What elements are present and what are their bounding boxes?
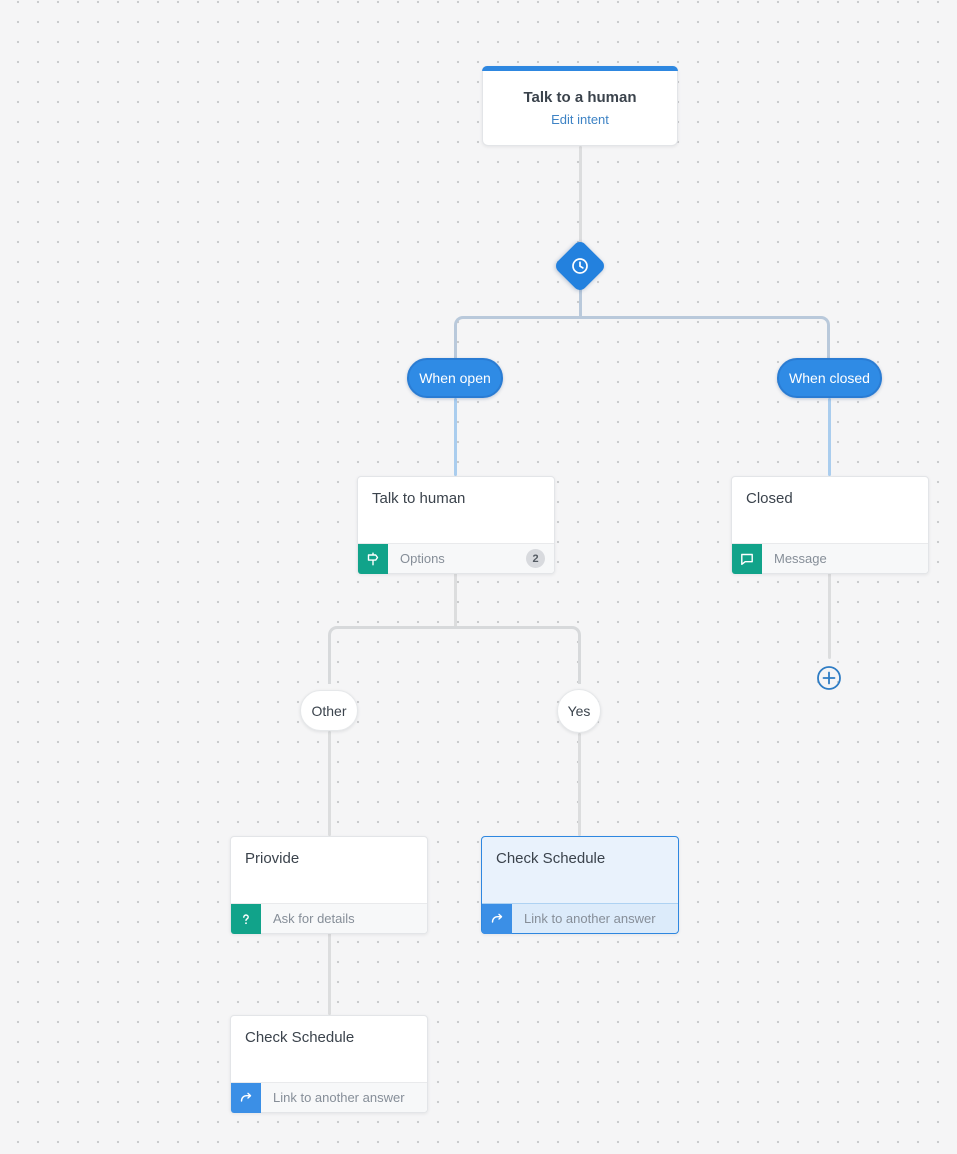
question-icon xyxy=(231,903,261,934)
intent-accent-bar xyxy=(482,66,678,71)
connector-branch-other xyxy=(327,626,455,684)
node-closed[interactable]: Closed Message xyxy=(731,476,929,574)
edit-intent-link[interactable]: Edit intent xyxy=(551,112,609,127)
node-check-schedule-selected[interactable]: Check Schedule Link to another answer xyxy=(481,836,679,934)
schedule-condition-node[interactable] xyxy=(553,239,607,293)
redo-arrow-icon xyxy=(482,903,512,934)
answer-pill-label: Yes xyxy=(567,703,591,719)
options-count-badge: 2 xyxy=(526,549,545,568)
connector-yes-to-checkschedule xyxy=(577,733,581,836)
node-check-schedule[interactable]: Check Schedule Link to another answer xyxy=(230,1015,428,1113)
node-footer-label: Link to another answer xyxy=(524,911,656,926)
connector-branch-yes xyxy=(453,626,581,684)
node-title: Priovide xyxy=(245,850,300,867)
plus-circle-icon xyxy=(817,666,841,690)
connector-talk-stem xyxy=(453,573,457,627)
node-footer-options[interactable]: Options 2 xyxy=(358,543,554,574)
chat-bubble-icon xyxy=(732,543,762,574)
signpost-icon xyxy=(358,543,388,574)
node-footer-message[interactable]: Message xyxy=(732,543,928,574)
intent-title: Talk to a human xyxy=(523,89,637,106)
node-footer-label: Link to another answer xyxy=(273,1090,405,1105)
node-title: Check Schedule xyxy=(245,1029,355,1046)
node-title: Closed xyxy=(746,490,793,507)
node-footer-label: Options xyxy=(400,551,445,566)
node-footer-link-to-answer[interactable]: Link to another answer xyxy=(231,1082,427,1113)
answer-pill-label: Other xyxy=(311,702,347,719)
node-footer-link-to-answer[interactable]: Link to another answer xyxy=(482,903,678,934)
node-title: Talk to human xyxy=(372,490,466,507)
branch-pill-label: When open xyxy=(419,370,491,386)
node-priovide[interactable]: Priovide Ask for details xyxy=(230,836,428,934)
connector-branch-when-closed xyxy=(580,316,830,358)
branch-pill-when-closed[interactable]: When closed xyxy=(777,358,882,398)
branch-pill-when-open[interactable]: When open xyxy=(407,358,503,398)
node-talk-to-human[interactable]: Talk to human Options 2 xyxy=(357,476,555,574)
intent-card[interactable]: Talk to a human Edit intent xyxy=(482,66,678,146)
connector-other-to-priovide xyxy=(327,731,331,836)
connector-closed-to-add xyxy=(827,573,831,659)
node-title: Check Schedule xyxy=(496,850,606,867)
answer-pill-other[interactable]: Other xyxy=(300,690,358,731)
node-footer-ask-for-details[interactable]: Ask for details xyxy=(231,903,427,934)
connector-closed-to-closedcard xyxy=(827,398,831,476)
connector-condition-stem xyxy=(578,287,582,317)
connector-priovide-to-checkschedule xyxy=(327,932,331,1015)
node-footer-label: Ask for details xyxy=(273,911,355,926)
answer-pill-yes[interactable]: Yes xyxy=(557,689,601,733)
add-node-button[interactable] xyxy=(816,665,842,691)
clock-icon xyxy=(561,247,599,285)
redo-arrow-icon xyxy=(231,1082,261,1113)
connector-branch-when-open xyxy=(453,316,581,358)
branch-pill-label: When closed xyxy=(789,370,870,386)
connector-open-to-talk xyxy=(453,398,457,476)
connector-intent-to-condition xyxy=(578,146,582,246)
node-footer-label: Message xyxy=(774,551,827,566)
